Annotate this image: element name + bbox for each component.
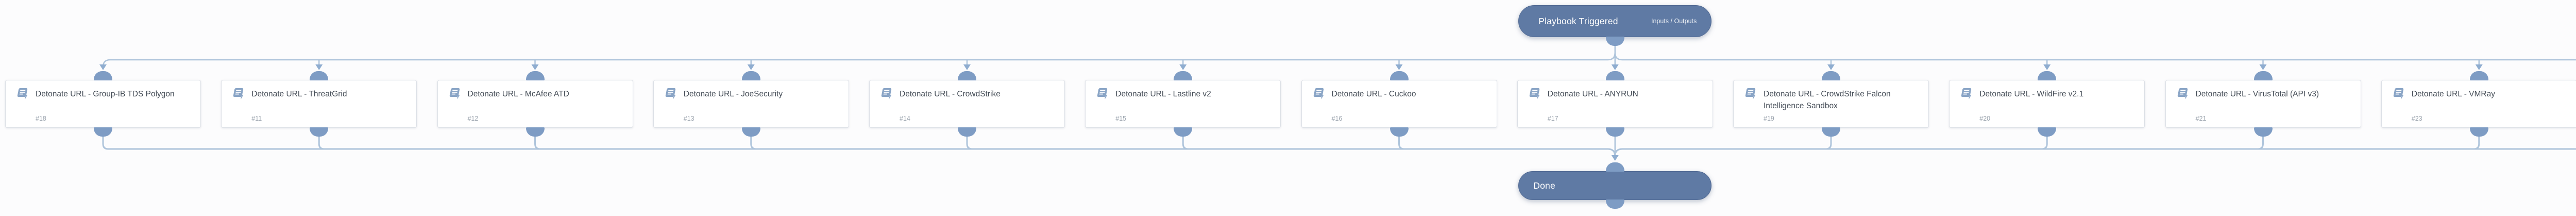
task-card[interactable]: Detonate URL - Cuckoo #16	[1301, 71, 1497, 137]
playbook-book-icon	[881, 88, 892, 99]
task-id: #15	[1115, 115, 1127, 122]
task-title: Detonate URL - CrowdStrike Falcon Intell…	[1764, 90, 1891, 111]
connector-dome-top	[2038, 71, 2057, 80]
playbook-book-icon	[449, 88, 460, 99]
task-title: Detonate URL - JoeSecurity	[683, 90, 783, 98]
task-title: Detonate URL - VMRay	[2411, 90, 2495, 98]
connector-dome-top	[526, 71, 545, 80]
connector-dome-bottom	[1822, 127, 1840, 137]
task-card[interactable]: Detonate URL - VMRay #23	[2381, 71, 2576, 137]
task-title: Detonate URL - CrowdStrike	[900, 90, 1001, 98]
task-id: #21	[2195, 115, 2207, 122]
connector-dome-bottom	[1174, 127, 1193, 137]
connector-dome-top	[1389, 71, 1409, 80]
task-card[interactable]: Detonate URL - VirusTotal (API v3) #21	[2165, 71, 2361, 137]
task-id: #18	[36, 115, 46, 122]
playbook-book-icon	[2177, 88, 2188, 99]
task-row: Detonate URL - Group-IB TDS Polygon #18 …	[5, 71, 2576, 137]
done-node-label: Done	[1533, 180, 1555, 191]
task-id: #13	[683, 115, 694, 122]
task-card[interactable]: Detonate URL - CrowdStrike #14	[869, 71, 1065, 137]
task-card[interactable]: Detonate URL - McAfee ATD #12	[437, 71, 633, 137]
connector-dome-bottom	[2469, 127, 2488, 137]
connector-dome-top	[1605, 162, 1624, 172]
connector-dome-bottom	[1605, 127, 1624, 137]
task-card[interactable]: Detonate URL - ANYRUN #17	[1517, 71, 1713, 137]
start-node-label: Playbook Triggered	[1538, 15, 1618, 26]
task-id: #19	[1764, 115, 1774, 122]
task-title: Detonate URL - ANYRUN	[1547, 90, 1638, 98]
task-id: #23	[2411, 115, 2422, 122]
connector-dome-top	[1605, 71, 1624, 80]
playbook-book-icon	[17, 88, 28, 99]
playbook-book-icon	[1313, 88, 1324, 99]
task-card[interactable]: Detonate URL - ThreatGrid #11	[221, 71, 417, 137]
connector-dome-bottom	[526, 127, 545, 137]
task-card[interactable]: Detonate URL - WildFire v2.1 #20	[1949, 71, 2145, 137]
connector-dome-top	[2253, 71, 2273, 80]
task-card[interactable]: Detonate URL - Group-IB TDS Polygon #18	[5, 71, 201, 137]
task-title: Detonate URL - Cuckoo	[1331, 90, 1416, 98]
task-title: Detonate URL - WildFire v2.1	[1979, 90, 2084, 98]
connector-dome-top	[741, 71, 760, 80]
playbook-book-icon	[1097, 88, 1108, 99]
done-node[interactable]: Done	[1518, 162, 1712, 209]
task-title: Detonate URL - Group-IB TDS Polygon	[36, 90, 175, 98]
connector-dome-bottom	[1605, 37, 1624, 46]
task-card[interactable]: Detonate URL - CrowdStrike Falcon Intell…	[1733, 71, 1929, 137]
connector-dome-top	[310, 71, 329, 80]
connector-dome-bottom	[2253, 127, 2273, 137]
task-id: #17	[1547, 115, 1558, 122]
connector-dome-top	[94, 71, 112, 80]
connector-dome-top	[1174, 71, 1193, 80]
task-card[interactable]: Detonate URL - JoeSecurity #13	[653, 71, 849, 137]
connector-dome-bottom	[310, 127, 329, 137]
connector-dome-top	[2469, 71, 2488, 80]
playbook-book-icon	[665, 88, 675, 99]
playbook-triggered-node[interactable]: Playbook Triggered Inputs / Outputs	[1518, 5, 1712, 46]
connector-dome-bottom	[741, 127, 760, 137]
playbook-book-icon	[1529, 88, 1539, 99]
playbook-book-icon	[233, 88, 244, 99]
connector-dome-bottom	[94, 127, 112, 137]
task-title: Detonate URL - Lastline v2	[1115, 90, 1211, 98]
task-id: #11	[251, 115, 262, 122]
task-id: #14	[900, 115, 910, 122]
connector-dome-top	[958, 71, 976, 80]
task-id: #20	[1979, 115, 1991, 122]
inputs-outputs-link[interactable]: Inputs / Outputs	[1651, 18, 1697, 25]
playbook-book-icon	[1961, 88, 1972, 99]
task-card[interactable]: Detonate URL - Lastline v2 #15	[1085, 71, 1281, 137]
playbook-book-icon	[1745, 88, 1756, 99]
connector-dome-bottom	[2038, 127, 2057, 137]
connector-dome-top	[1822, 71, 1840, 80]
connector-dome-bottom	[1605, 200, 1624, 209]
connector-dome-bottom	[958, 127, 976, 137]
task-id: #16	[1331, 115, 1343, 122]
task-title: Detonate URL - VirusTotal (API v3)	[2195, 90, 2319, 98]
task-title: Detonate URL - McAfee ATD	[467, 90, 569, 98]
task-id: #12	[467, 115, 479, 122]
task-title: Detonate URL - ThreatGrid	[251, 90, 347, 98]
connector-dome-bottom	[1389, 127, 1409, 137]
playbook-book-icon	[2393, 88, 2403, 99]
